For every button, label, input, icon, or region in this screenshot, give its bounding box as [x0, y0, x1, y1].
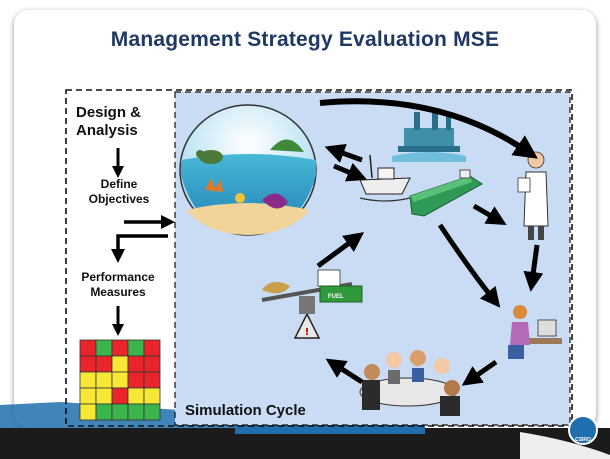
arrow-meeting-to-scale — [325, 358, 364, 385]
performance-grid-cell — [79, 371, 97, 389]
balance-scale-icon: ! — [261, 269, 363, 339]
arrow-analyst-to-meeting — [461, 359, 498, 386]
oil-rig-icon — [392, 108, 466, 162]
simulation-cycle-label: Simulation Cycle — [185, 402, 306, 419]
fuel-label: FUEL — [328, 294, 344, 300]
performance-grid — [79, 339, 161, 421]
performance-grid-cell — [95, 371, 113, 389]
performance-grid-cell — [143, 371, 161, 389]
csiro-logo-icon — [568, 415, 598, 445]
design-analysis-label: Design & Analysis — [76, 104, 142, 139]
performance-grid-cell — [111, 371, 129, 389]
footer-curl — [520, 432, 610, 459]
fishing-boat-icon — [359, 154, 411, 202]
scientist-icon — [517, 151, 549, 240]
performance-grid-cell — [79, 339, 97, 357]
dashed-frame — [65, 89, 573, 427]
arrow-scientist-to-analyst — [523, 244, 544, 292]
performance-grid-cell — [111, 355, 129, 373]
performance-measures-label: Performance Measures — [81, 270, 155, 299]
performance-grid-cell — [111, 339, 129, 357]
tanker-icon — [409, 169, 483, 217]
performance-grid-cell — [127, 371, 145, 389]
performance-grid-cell — [127, 387, 145, 405]
performance-grid-cell — [111, 403, 129, 421]
performance-grid-cell — [79, 387, 97, 405]
ecosystem-globe-icon — [179, 104, 317, 236]
performance-grid-cell — [95, 403, 113, 421]
performance-grid-cell — [143, 387, 161, 405]
stakeholder-meeting-icon — [359, 350, 460, 416]
performance-grid-cell — [127, 339, 145, 357]
performance-grid-cell — [143, 403, 161, 421]
arrow-tanker-to-analyst — [437, 223, 501, 308]
define-objectives-label: Define Objectives — [88, 177, 150, 206]
arrow-globe-to-boat — [333, 162, 368, 182]
arrow-boat-to-globe — [324, 143, 363, 163]
performance-grid-cell — [143, 355, 161, 373]
performance-grid-cell — [79, 403, 97, 421]
slide-title: Management Strategy Evaluation MSE — [110, 28, 500, 51]
arrow-tanker-to-scientist — [472, 203, 507, 226]
performance-grid-cell — [95, 355, 113, 373]
analyst-at-computer-icon — [508, 305, 562, 359]
csiro-logo-text: CSIRO — [575, 437, 591, 443]
performance-grid-cell — [95, 387, 113, 405]
left-panel-arrows — [111, 148, 175, 336]
performance-grid-cell — [143, 339, 161, 357]
performance-grid-cell — [111, 387, 129, 405]
arrow-scale-to-boat — [316, 232, 365, 269]
performance-grid-cell — [95, 339, 113, 357]
performance-grid-cell — [127, 355, 145, 373]
svg-text:!: ! — [305, 327, 310, 338]
flow-arrows — [316, 98, 544, 386]
performance-grid-cell — [127, 403, 145, 421]
arrow-globe-to-measures — [111, 234, 168, 263]
performance-grid-cell — [79, 355, 97, 373]
arrow-globe-to-scientist — [319, 98, 538, 159]
